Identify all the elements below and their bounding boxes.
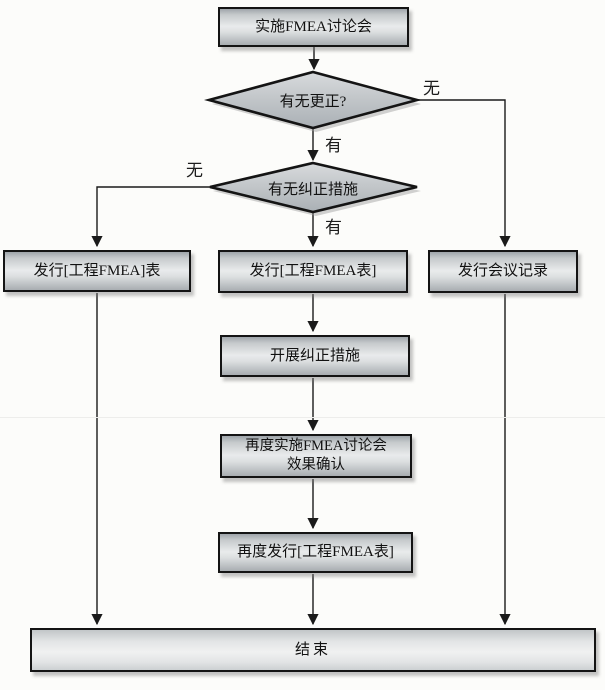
- node-issue-meeting-minutes-label: 发行会议记录: [457, 263, 548, 279]
- node-end: 结束: [30, 628, 596, 672]
- node-recheck-effect-label-line1: 再度实施FMEA讨论会: [245, 438, 387, 454]
- node-recheck-effect: 再度实施FMEA讨论会 效果确认: [220, 434, 412, 478]
- decision2-label: 有无纠正措施: [267, 182, 358, 198]
- node-issue-fmea-table-left-label: 发行[工程FMEA]表: [33, 262, 161, 279]
- node-start-label: 实施FMEA讨论会: [255, 18, 372, 35]
- edge-decision1-to-meeting-minutes: [417, 99, 511, 248]
- node-carry-out-corrective-action: 开展纠正措施: [220, 335, 410, 377]
- node-reissue-fmea-table: 再度发行[工程FMEA表]: [218, 532, 413, 573]
- edge-label-decision1-no: 无: [423, 79, 440, 98]
- edge-label-decision2-no: 无: [186, 161, 203, 180]
- edge-decision2-to-issue-left: [91, 186, 210, 248]
- decision1-label: 有无更正?: [279, 94, 347, 110]
- edge-label-decision1-yes: 有: [325, 136, 342, 155]
- node-issue-meeting-minutes: 发行会议记录: [428, 250, 578, 293]
- node-issue-fmea-table-mid: 发行[工程FMEA表]: [218, 250, 408, 293]
- node-carry-out-corrective-action-label: 开展纠正措施: [269, 347, 360, 364]
- decision1-diamond: [203, 70, 423, 130]
- node-start: 实施FMEA讨论会: [218, 7, 409, 47]
- node-recheck-effect-label-line2: 效果确认: [287, 457, 345, 473]
- node-issue-fmea-table-left: 发行[工程FMEA]表: [3, 250, 191, 292]
- node-issue-fmea-table-mid-label: 发行[工程FMEA表]: [249, 263, 377, 279]
- node-end-label: 结束: [294, 641, 331, 658]
- decision2-diamond: [209, 161, 418, 214]
- scan-artifact-line: [0, 417, 605, 418]
- node-reissue-fmea-table-label: 再度发行[工程FMEA表]: [237, 544, 394, 560]
- edge-label-decision2-yes: 有: [325, 218, 342, 237]
